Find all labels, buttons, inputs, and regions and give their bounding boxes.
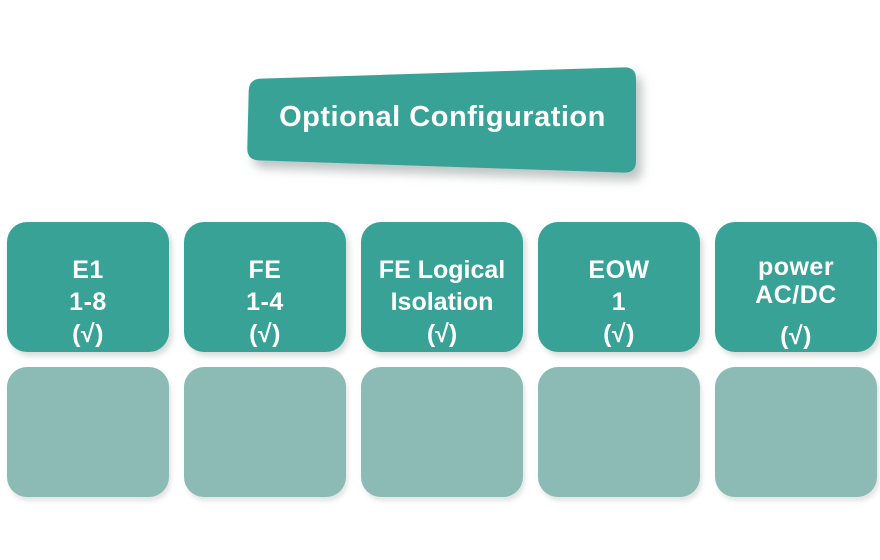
card-check-line: (√): [426, 320, 458, 348]
card-power-acdc: power AC/DC (√): [715, 222, 877, 352]
card-check-line: (√): [72, 320, 104, 348]
card-label-line: 1-4: [246, 288, 284, 316]
placeholder-card: [361, 367, 523, 497]
placeholder-card-row: [7, 367, 877, 497]
card-e1: E1 1-8 (√): [7, 222, 169, 352]
card-fe-logical-isolation: FE Logical Isolation (√): [361, 222, 523, 352]
card-label-line: FE: [248, 256, 282, 284]
placeholder-card: [184, 367, 346, 497]
diagram-title: Optional Configuration: [279, 100, 606, 133]
card-label-line: power: [757, 253, 835, 281]
placeholder-card: [7, 367, 169, 497]
card-check-line: (√): [249, 320, 281, 348]
card-check-line: (√): [780, 322, 812, 350]
placeholder-card: [538, 367, 700, 497]
card-label-line: 1: [611, 288, 627, 316]
placeholder-card: [715, 367, 877, 497]
card-label-line: E1: [72, 256, 104, 284]
card-label-line: Isolation: [390, 288, 494, 316]
card-check-line: (√): [603, 320, 635, 348]
card-label-line: EOW: [588, 256, 650, 284]
card-label-line: 1-8: [69, 288, 107, 316]
config-card-row: E1 1-8 (√) FE 1-4 (√) FE Logical Isolati…: [7, 222, 877, 352]
card-eow: EOW 1 (√): [538, 222, 700, 352]
card-label-line: AC/DC: [755, 281, 837, 309]
card-label-line: FE Logical: [378, 256, 506, 284]
card-fe: FE 1-4 (√): [184, 222, 346, 352]
